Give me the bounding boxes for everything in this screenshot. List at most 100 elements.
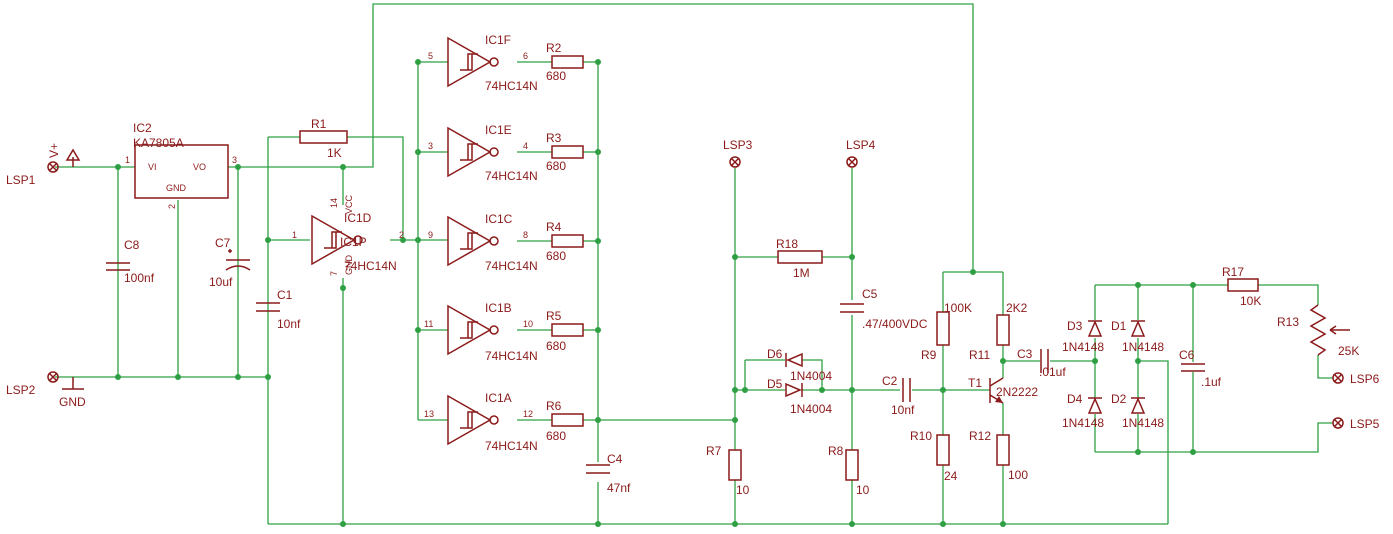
resistor-r6: R6 680: [546, 399, 584, 443]
svg-text:VCC: VCC: [344, 194, 354, 214]
ground-symbol: GND: [59, 377, 86, 409]
svg-text:2: 2: [167, 204, 177, 209]
svg-text:IC1E: IC1E: [485, 123, 512, 137]
svg-text:R18: R18: [776, 237, 798, 251]
potentiometer-r13[interactable]: R13 25K: [1277, 304, 1359, 358]
svg-text:10nf: 10nf: [891, 403, 915, 417]
svg-text:2N2222: 2N2222: [996, 385, 1038, 399]
svg-text:C5: C5: [862, 287, 878, 301]
svg-text:3: 3: [428, 141, 433, 151]
svg-text:R7: R7: [706, 444, 722, 458]
svg-text:10: 10: [523, 319, 533, 329]
svg-text:C6: C6: [1179, 348, 1195, 362]
svg-text:GND: GND: [59, 395, 86, 409]
diode-d3: D3 1N4148: [1062, 319, 1104, 354]
svg-text:LSP4: LSP4: [846, 138, 876, 152]
svg-text:KA7805A: KA7805A: [133, 136, 184, 150]
svg-text:IC1F: IC1F: [485, 33, 511, 47]
svg-text:14: 14: [329, 198, 339, 208]
svg-text:.1uf: .1uf: [1201, 375, 1222, 389]
inverter-ic1c: IC1C 74HC14N 9 8: [428, 212, 538, 273]
svg-text:IC1C: IC1C: [485, 212, 513, 226]
diode-d1: D1 1N4148: [1111, 319, 1164, 354]
svg-text:R2: R2: [546, 41, 562, 55]
resistor-r2: R2 680: [546, 41, 584, 83]
svg-text:D5: D5: [767, 377, 783, 391]
capacitor-c5: C5 .47/400VDC: [840, 287, 928, 331]
svg-text:100K: 100K: [944, 301, 972, 315]
svg-text:1N4148: 1N4148: [1122, 416, 1164, 430]
svg-text:.01uf: .01uf: [1039, 365, 1066, 379]
connector-icon: [47, 371, 59, 383]
port-lsp1[interactable]: LSP1: [6, 161, 59, 187]
svg-text:R3: R3: [546, 131, 562, 145]
svg-text:R13: R13: [1277, 315, 1299, 329]
svg-text:100: 100: [1008, 468, 1028, 482]
connector-icon: [846, 156, 858, 168]
svg-text:10: 10: [856, 483, 870, 497]
svg-text:D6: D6: [767, 347, 783, 361]
resistor-r18: R18 1M: [776, 237, 823, 280]
svg-text:1: 1: [292, 230, 297, 240]
svg-text:74HC14N: 74HC14N: [485, 439, 538, 453]
svg-text:VI: VI: [148, 162, 157, 172]
svg-text:8: 8: [523, 230, 528, 240]
resistor-r3: R3 680: [546, 131, 584, 173]
svg-text:.47/400VDC: .47/400VDC: [862, 317, 928, 331]
svg-text:680: 680: [546, 429, 566, 443]
diode-d2: D2 1N4148: [1111, 392, 1164, 430]
svg-text:D1: D1: [1111, 319, 1127, 333]
svg-text:LSP2: LSP2: [6, 383, 36, 397]
transistor-t1: T1 2N2222: [968, 376, 1038, 404]
resistor-r17: R17 10K: [1222, 265, 1261, 308]
svg-text:47nf: 47nf: [607, 481, 631, 495]
svg-text:74HC14N: 74HC14N: [485, 79, 538, 93]
inverter-ic1b: IC1B 74HC14N 11 10: [424, 301, 538, 363]
svg-text:1N4148: 1N4148: [1062, 340, 1104, 354]
svg-text:6: 6: [523, 51, 528, 61]
connector-icon: [729, 156, 741, 168]
svg-text:13: 13: [424, 409, 434, 419]
svg-text:GND: GND: [166, 183, 187, 193]
port-lsp2[interactable]: LSP2: [6, 371, 59, 397]
resistor-r9: 100K R9: [921, 301, 972, 362]
diode-d6: D6 1N4004: [767, 347, 832, 383]
resistor-r8: R8 10: [828, 444, 870, 497]
svg-text:74HC14N: 74HC14N: [485, 259, 538, 273]
port-lsp5[interactable]: LSP5: [1332, 417, 1380, 431]
svg-text:LSP3: LSP3: [723, 138, 753, 152]
diode-d5: D5 1N4004: [767, 377, 832, 416]
capacitor-c3: C3 .01uf: [1017, 347, 1066, 379]
svg-text:IC2: IC2: [133, 121, 152, 135]
port-lsp6[interactable]: LSP6: [1332, 372, 1380, 386]
svg-text:74HC14N: 74HC14N: [485, 349, 538, 363]
regulator-ic2: IC2 KA7805A VI VO GND 1 3 2: [125, 121, 237, 209]
wires: [55, 3, 1333, 525]
svg-text:1: 1: [125, 155, 130, 165]
svg-text:IC1A: IC1A: [485, 391, 512, 405]
svg-text:74HC14N: 74HC14N: [485, 169, 538, 183]
svg-text:1N4004: 1N4004: [790, 369, 832, 383]
svg-text:R9: R9: [921, 348, 937, 362]
svg-text:680: 680: [546, 249, 566, 263]
svg-text:9: 9: [428, 230, 433, 240]
svg-text:R17: R17: [1222, 265, 1244, 279]
diode-d4: D4 1N4148: [1062, 392, 1104, 430]
svg-text:100nf: 100nf: [124, 271, 155, 285]
port-lsp4[interactable]: LSP4: [846, 138, 876, 168]
svg-text:C2: C2: [882, 374, 898, 388]
inverter-ic1e: IC1E 74HC14N 3 4: [428, 123, 538, 183]
resistor-r7: R7 10: [706, 444, 750, 497]
svg-text:1K: 1K: [327, 146, 342, 160]
svg-text:74HC14N: 74HC14N: [344, 259, 397, 273]
svg-text:3: 3: [232, 155, 237, 165]
svg-text:IC1B: IC1B: [485, 301, 512, 315]
port-lsp3[interactable]: LSP3: [723, 138, 753, 168]
connector-icon: [1332, 417, 1344, 429]
svg-text:LSP5: LSP5: [1350, 417, 1380, 431]
svg-text:C7: C7: [215, 236, 231, 250]
svg-text:1N4148: 1N4148: [1122, 340, 1164, 354]
capacitor-c7: C7 10uf: [209, 236, 251, 289]
svg-text:V+: V+: [47, 143, 61, 158]
